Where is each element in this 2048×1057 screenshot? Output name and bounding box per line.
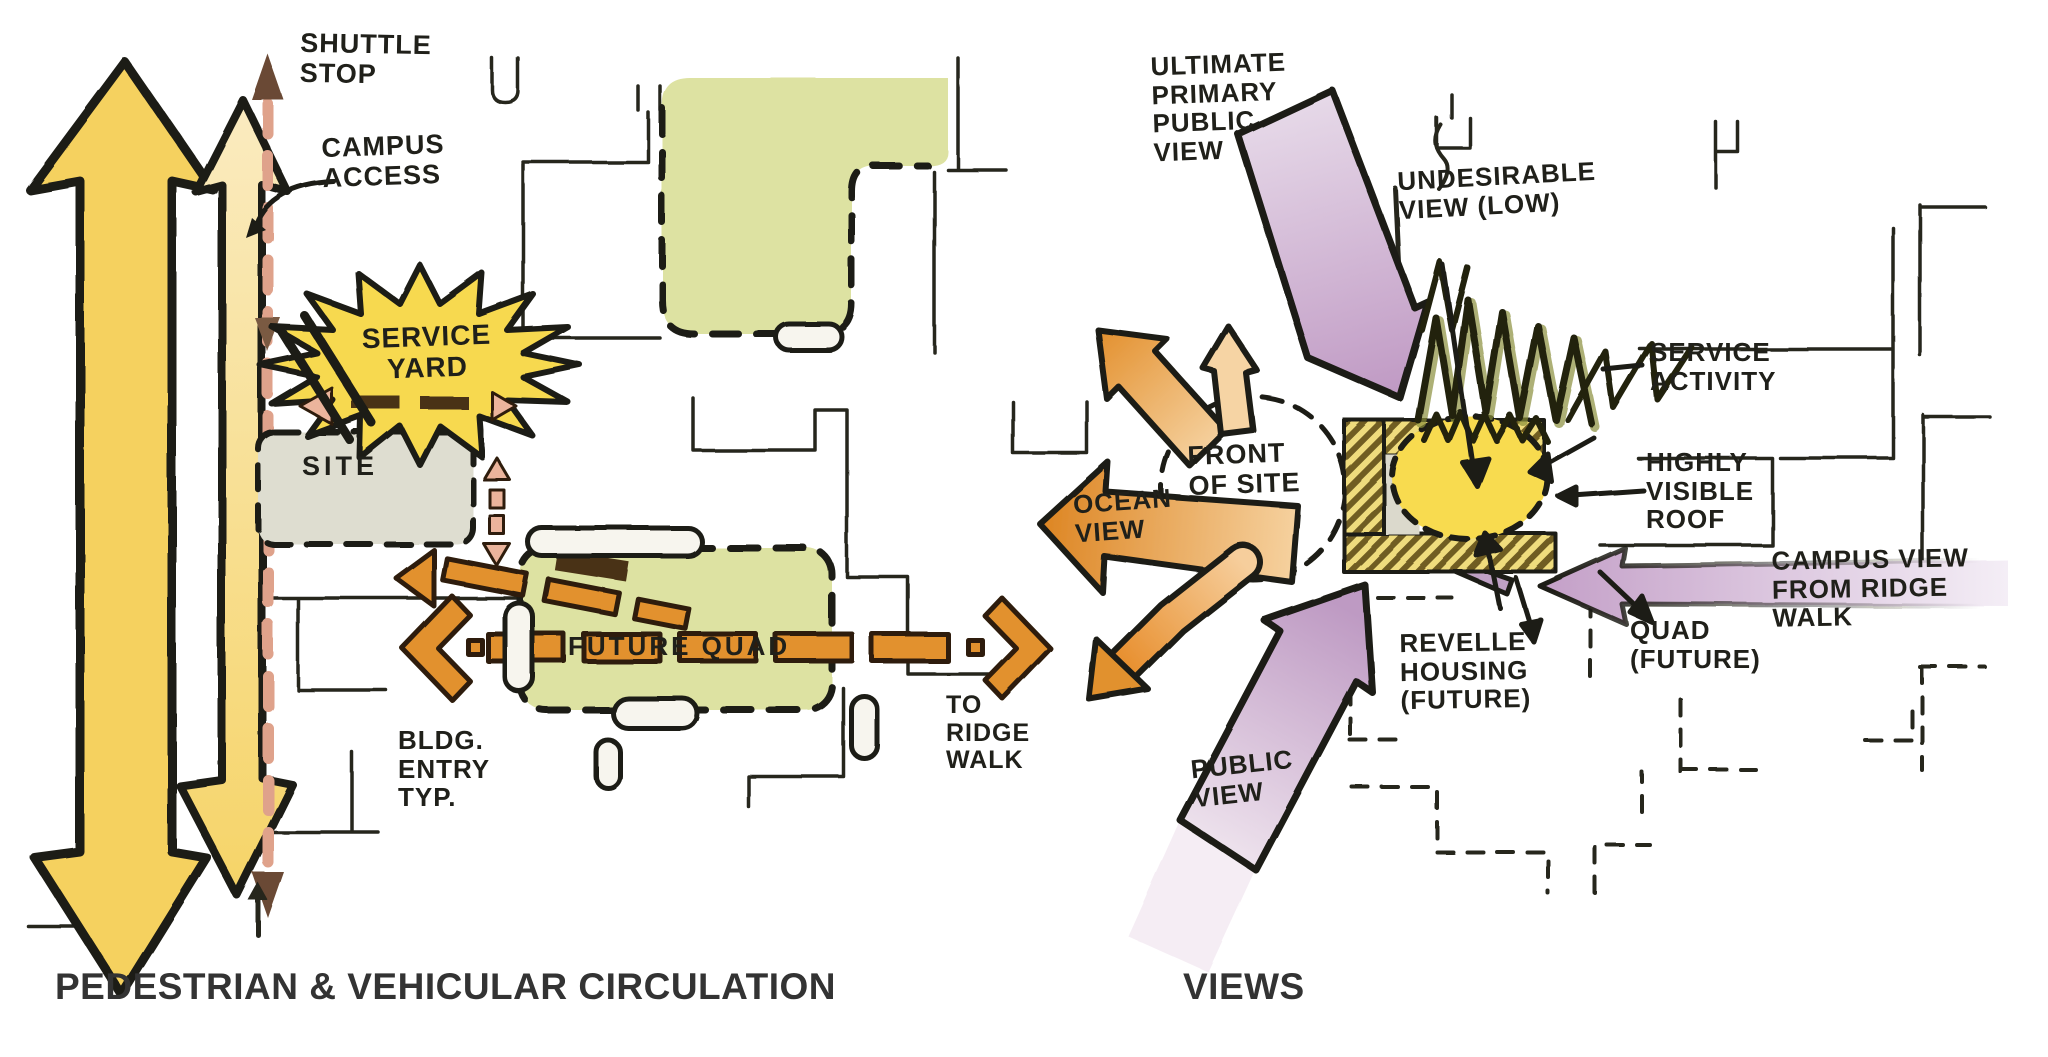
shuttle-stop-pills xyxy=(502,525,880,791)
label-highly-visible-roof: HIGHLY VISIBLE ROOF xyxy=(1646,447,1755,535)
campus-access-leader xyxy=(246,179,337,238)
label-front-of-site: FRONT OF SITE xyxy=(1186,437,1301,501)
building-outlines-right xyxy=(1435,93,1992,582)
public-view-arrow xyxy=(1176,581,1376,874)
views-panel-art xyxy=(1037,86,2011,972)
label-revelle-housing-future: REVELLE HOUSING (FUTURE) xyxy=(1399,625,1532,716)
campus-building-green xyxy=(658,78,948,353)
site-access-mini-arrow xyxy=(482,456,512,568)
ocean-view-fan xyxy=(1037,323,1301,702)
campus-view-band xyxy=(1537,545,2011,627)
label-to-ridge-walk: TO RIDGE WALK xyxy=(946,691,1031,774)
caption-views: VIEWS xyxy=(1183,966,1305,1007)
label-site: SITE xyxy=(302,451,379,481)
label-service-yard: SERVICE YARD xyxy=(361,318,492,385)
label-campus-view-from-ridge-walk: CAMPUS VIEW FROM RIDGE WALK xyxy=(1771,542,1970,633)
service-yard-starburst xyxy=(257,262,583,468)
label-undesirable-view: UNDESIRABLE VIEW (LOW) xyxy=(1396,155,1597,225)
label-public-view: PUBLIC VIEW xyxy=(1189,743,1295,813)
leader-arrows xyxy=(1440,262,1655,645)
label-ultimate-primary-public-view: ULTIMATE PRIMARY PUBLIC VIEW xyxy=(1150,46,1287,168)
pedestrian-arrow-major xyxy=(25,57,218,1000)
label-ocean-view: OCEAN VIEW xyxy=(1072,482,1173,548)
circulation-panel-art xyxy=(25,54,1089,1000)
label-shuttle-stop: SHUTTLE STOP xyxy=(299,27,433,89)
service-activity-scribbles xyxy=(1414,259,1695,445)
public-view-arrow-tail-fade xyxy=(1128,820,1256,972)
label-quad-future: QUAD (FUTURE) xyxy=(1630,615,1761,674)
label-service-activity: SERVICE ACTIVITY xyxy=(1650,337,1777,396)
caption-circulation: PEDESTRIAN & VEHICULAR CIRCULATION xyxy=(55,966,836,1007)
label-bldg-entry: BLDG. ENTRY TYP. xyxy=(398,725,491,813)
label-campus-access: CAMPUS ACCESS xyxy=(320,128,445,193)
label-future-quad: FUTURE QUAD xyxy=(568,631,791,661)
quad-axis-route xyxy=(399,593,1053,703)
